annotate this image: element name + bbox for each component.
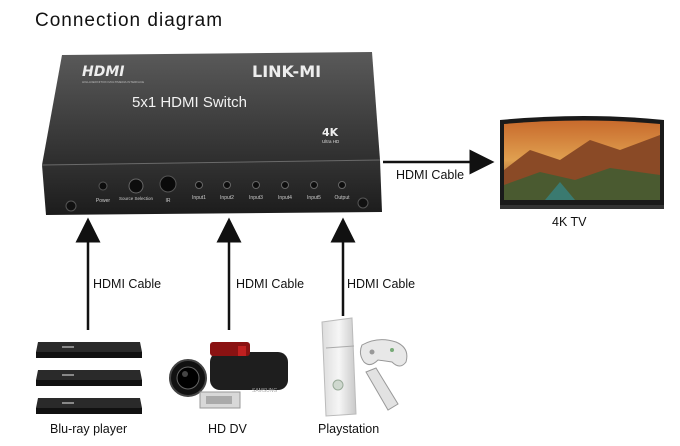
badge-4k: 4K xyxy=(322,126,339,139)
port-label-source-selection: Source Selection xyxy=(119,196,154,201)
port-label-power: Power xyxy=(96,198,111,204)
port-label-output: Output xyxy=(334,195,350,201)
device-label-hddv: HD DV xyxy=(208,422,247,436)
screw-left-icon xyxy=(65,200,77,212)
game-console-icon xyxy=(321,317,408,417)
device-label-tv: 4K TV xyxy=(552,215,587,229)
port-label-ir: IR xyxy=(166,198,171,204)
device-label-bluray: Blu-ray player xyxy=(50,422,128,436)
hdmi-logo-subtitle: HIGH-DEFINITION MULTIMEDIA INTERFACE xyxy=(82,80,144,84)
cable-label-hddv: HDMI Cable xyxy=(236,277,305,291)
tv-icon xyxy=(500,116,664,209)
hdmi-switch: HDMI HIGH-DEFINITION MULTIMEDIA INTERFAC… xyxy=(41,52,382,215)
camcorder-icon: SAMSUNG xyxy=(169,342,288,409)
hdmi-logo: HDMI xyxy=(82,64,124,80)
port-label-input1: Input1 xyxy=(192,195,206,201)
cable-label-bluray: HDMI Cable xyxy=(93,277,162,291)
camcorder-brand: SAMSUNG xyxy=(252,388,277,394)
brand-label: LINK-MI xyxy=(252,62,321,81)
cable-label-tv: HDMI Cable xyxy=(396,168,465,182)
device-label-playstation: Playstation xyxy=(318,422,380,436)
port-label-input5: Input5 xyxy=(307,195,321,201)
bluray-player-icon xyxy=(36,342,142,414)
cable-label-playstation: HDMI Cable xyxy=(347,277,416,291)
model-label: 5x1 HDMI Switch xyxy=(132,94,247,111)
page-title: Connection diagram xyxy=(35,10,224,31)
port-label-input2: Input2 xyxy=(220,195,234,201)
port-label-input3: Input3 xyxy=(249,195,263,201)
screw-right-icon xyxy=(357,197,369,209)
port-label-input4: Input4 xyxy=(278,195,292,201)
badge-ultra-hd: Ultra HD xyxy=(322,139,340,144)
